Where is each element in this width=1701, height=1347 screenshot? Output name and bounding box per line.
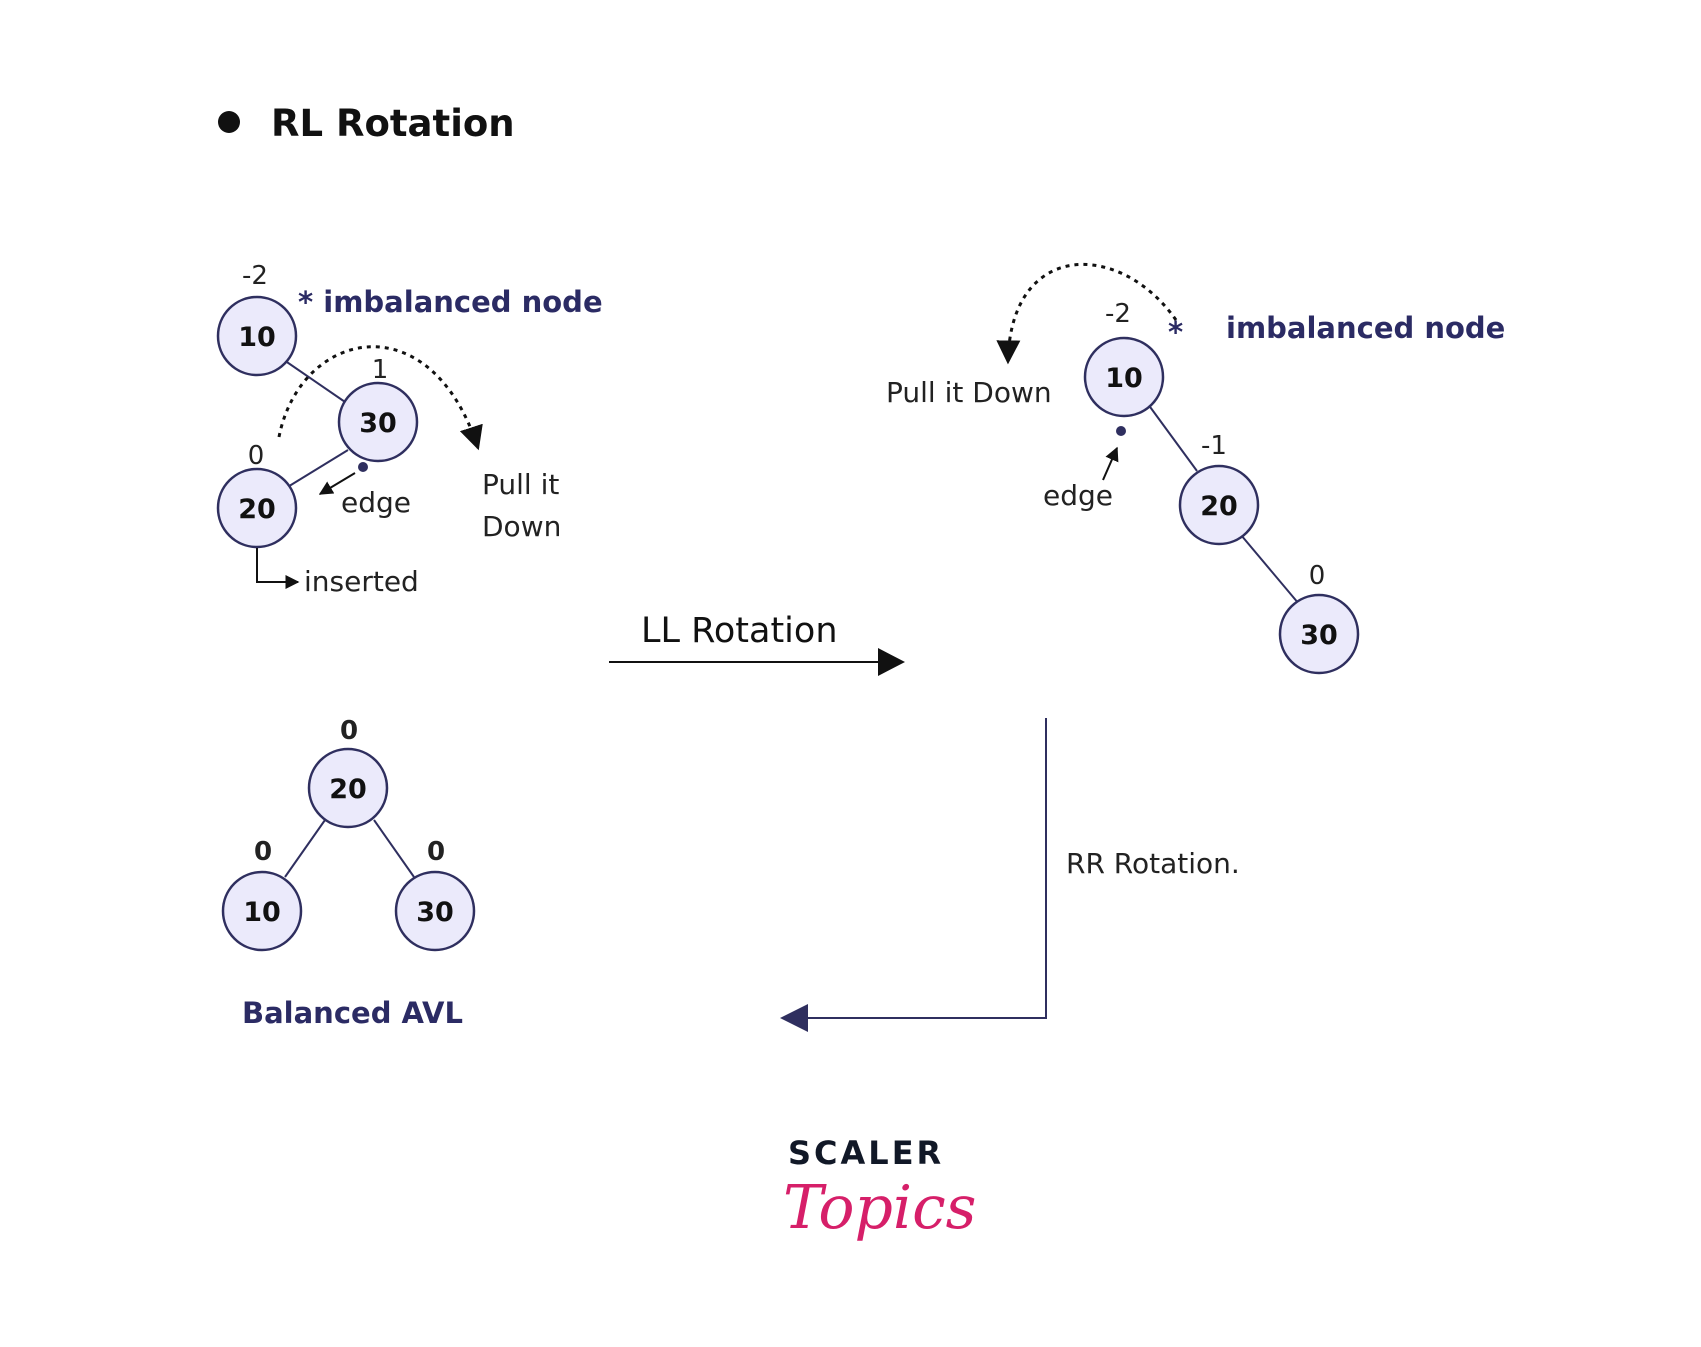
- balance-factor-10: -2: [1105, 299, 1131, 329]
- balance-factor-30: 1: [372, 355, 389, 385]
- stage1-node-10: 10: [216, 295, 298, 377]
- pull-down-arrow: [277, 345, 483, 451]
- inserted-label: inserted: [304, 565, 419, 598]
- stage2-edge-10-20: [1144, 399, 1198, 472]
- stage3-tree: 20 10 30 0 0 0 Balanced AVL: [221, 716, 476, 1030]
- balance-factor-10: -2: [242, 261, 268, 291]
- balance-factor-10: 0: [254, 837, 272, 867]
- node-key: 30: [416, 897, 454, 928]
- pull-down-arrow: [996, 263, 1178, 365]
- inserted-arrow: [256, 548, 300, 589]
- stage2-node-20: 20: [1178, 464, 1260, 546]
- stage3-node-10: 10: [221, 870, 303, 952]
- node-key: 10: [1105, 363, 1143, 394]
- page-title: RL Rotation: [271, 102, 515, 145]
- ll-rotation-transition: LL Rotation: [609, 611, 905, 676]
- imbalanced-node-label: imbalanced node: [1226, 311, 1505, 345]
- stage3-edge-20-10: [284, 819, 326, 878]
- node-key: 30: [359, 408, 397, 439]
- balance-factor-30: 0: [427, 837, 445, 867]
- ll-rotation-label: LL Rotation: [641, 611, 838, 651]
- stage1-edge-30-20: [285, 449, 349, 489]
- stage2-edge-20-30: [1240, 534, 1300, 605]
- stage3-node-20: 20: [307, 747, 389, 829]
- stage3-node-30: 30: [394, 870, 476, 952]
- edge-pointer-arrow: [1102, 446, 1119, 481]
- edge-pointer-arrow: [318, 472, 356, 495]
- balance-factor-20: 0: [340, 716, 358, 746]
- node-key: 30: [1300, 620, 1338, 651]
- rr-rotation-transition: RR Rotation.: [780, 718, 1240, 1032]
- pull-it-down-label: Pull it Down: [886, 376, 1052, 409]
- stage1-node-20: 20: [216, 467, 298, 549]
- stage2-node-30: 30: [1278, 593, 1360, 675]
- edge-label: edge: [341, 486, 411, 519]
- ll-rotation-arrow-head: [878, 648, 905, 676]
- imbalanced-node-label: * imbalanced node: [298, 285, 603, 319]
- pull-it-down-label-line2: Down: [482, 510, 561, 543]
- rr-rotation-arrow-path: [808, 718, 1047, 1019]
- edge-dot: [1116, 426, 1126, 436]
- node-key: 20: [1200, 491, 1238, 522]
- node-key: 20: [329, 774, 367, 805]
- stage1-tree: 10 30 20 -2 1 0 * imbalanced node Pull i…: [216, 261, 603, 598]
- bullet-icon: [218, 111, 240, 133]
- imbalanced-star: *: [1168, 315, 1183, 349]
- pull-it-down-label-line1: Pull it: [482, 468, 559, 501]
- node-key: 20: [238, 494, 276, 525]
- stage2-node-10: 10: [1083, 336, 1165, 418]
- scaler-topics-logo: SCALER Topics: [783, 1134, 976, 1243]
- balanced-avl-caption: Balanced AVL: [242, 996, 463, 1030]
- balance-factor-30: 0: [1309, 561, 1326, 591]
- stage2-tree: 10 20 30 -2 -1 0 * imbalanced node Pull …: [886, 263, 1505, 675]
- edge-label: edge: [1043, 479, 1113, 512]
- stage1-edge-10-30: [280, 357, 349, 405]
- rr-rotation-arrow-head: [780, 1004, 808, 1032]
- edge-dot: [358, 462, 368, 472]
- node-key: 10: [238, 322, 276, 353]
- node-key: 10: [243, 897, 281, 928]
- stage1-node-30: 30: [337, 381, 419, 463]
- rr-rotation-label: RR Rotation.: [1066, 847, 1240, 880]
- logo-topics-text: Topics: [783, 1173, 976, 1243]
- balance-factor-20: 0: [248, 441, 265, 471]
- logo-scaler-text: SCALER: [788, 1134, 944, 1172]
- stage3-edge-20-30: [373, 819, 415, 878]
- balance-factor-20: -1: [1201, 431, 1227, 461]
